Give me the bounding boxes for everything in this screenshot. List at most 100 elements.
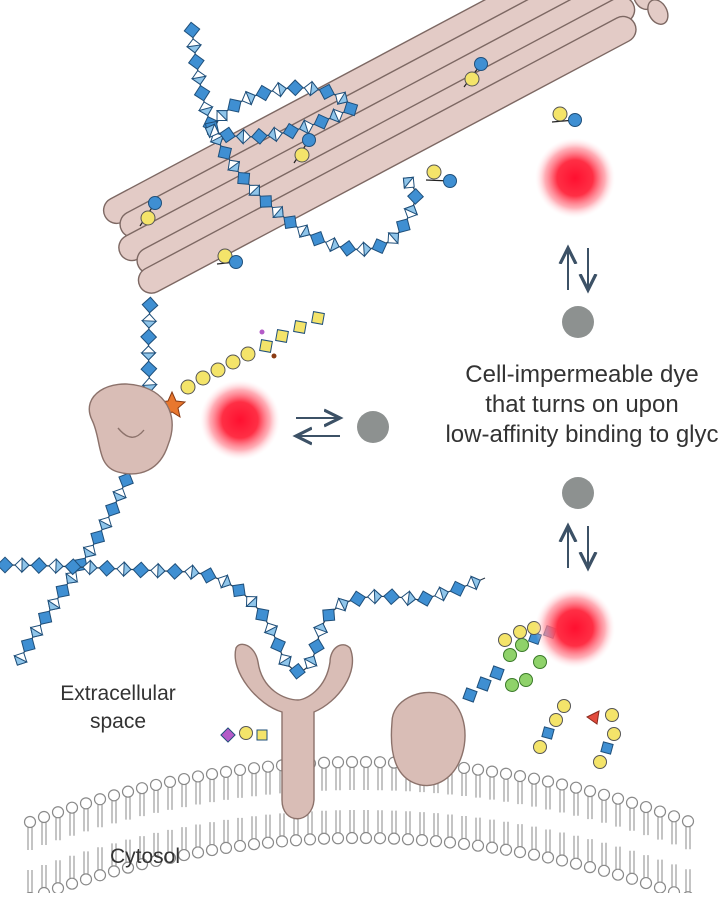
galactose-circle (240, 346, 256, 362)
lipid-head-inner (219, 841, 233, 854)
glcnac-square (286, 79, 304, 97)
glcnac-square (166, 562, 184, 580)
lipid-head-inner (37, 886, 51, 898)
glcnac-square (339, 239, 357, 257)
glcnac-square (293, 320, 307, 334)
glcnac-square (476, 676, 492, 692)
lipid-head-inner (443, 836, 457, 849)
fucose-triangle (586, 710, 600, 725)
glcnac-square (407, 187, 425, 205)
lipid-head-outer (163, 775, 177, 788)
glcnac-square (275, 329, 289, 343)
lipid-head-outer (625, 796, 639, 809)
glcnac-square (98, 559, 116, 577)
lipid-head-inner (121, 861, 135, 874)
lipid-head-outer (23, 815, 37, 829)
galactose-circle (498, 633, 512, 647)
lipid-head-inner (513, 846, 527, 859)
dye-dark (562, 477, 594, 509)
glcnac-square (343, 101, 359, 117)
galactose-circle (464, 71, 480, 87)
glcnac-square (187, 53, 205, 71)
glycan-chain-upper-left (140, 296, 159, 393)
glcnac-square (250, 127, 268, 145)
dye-fluorescent (535, 138, 615, 218)
lipid-head-inner (205, 843, 219, 857)
galactose-circle (294, 147, 310, 163)
lipid-head-outer (219, 765, 233, 778)
lipid-head-inner (135, 858, 149, 871)
lipid-head-inner (555, 854, 569, 867)
lipid-head-inner (303, 833, 317, 846)
equilibrium-arrows (296, 248, 588, 568)
glcnac-square (140, 360, 158, 378)
mannose-circle (515, 638, 529, 652)
dye-dark (562, 306, 594, 338)
cytosol-label: Cytosol (110, 845, 181, 868)
dye-molecules (200, 138, 615, 668)
lipid-head-outer (583, 785, 597, 798)
glcnac-square (541, 726, 555, 740)
lipid-head-inner (65, 877, 79, 890)
glcnac-square (0, 556, 14, 574)
lipid-head-outer (65, 801, 79, 814)
lipid-head-outer (597, 788, 611, 801)
glycan-chain-loop (183, 21, 425, 258)
glcnac-square (140, 328, 158, 346)
glcnac-square (183, 21, 201, 39)
glcnac-square (200, 567, 217, 584)
glcnac-square (396, 218, 411, 234)
lipid-head-outer (149, 778, 163, 792)
lipid-head-inner (107, 865, 121, 878)
glcnac-square (313, 113, 330, 130)
glcnac-square (20, 637, 36, 653)
glcnac-square (219, 126, 236, 144)
dye-description: Cell-impermeable dye that turns on upon … (402, 360, 720, 450)
lipid-head-inner (597, 864, 611, 877)
glcnac-square (220, 727, 236, 743)
dye-dark (357, 411, 389, 443)
lipid-head-inner (261, 836, 275, 849)
mannose-circle (533, 655, 547, 669)
lipid-head-inner (541, 851, 555, 864)
lipid-head-inner (429, 835, 443, 848)
lipid-head-inner (639, 876, 653, 890)
blue-circle (443, 174, 457, 188)
glcnac-square (193, 84, 211, 102)
lipid-head-outer (499, 767, 513, 780)
dye-line-3: low-affinity binding to glyc (445, 421, 719, 448)
glcnac-square (90, 530, 106, 545)
galactose-circle (180, 379, 196, 395)
glcnac-square (227, 98, 242, 113)
lipid-head-outer (485, 765, 499, 778)
galactose-circle (557, 699, 571, 713)
lipid-head-outer (681, 815, 695, 828)
lipid-head-outer (107, 789, 121, 802)
lipid-head-outer (471, 763, 485, 776)
galactose-circle (239, 726, 253, 740)
lipid-head-inner (317, 832, 331, 845)
lipid-head-inner (345, 831, 359, 845)
lipid-head-inner (191, 846, 205, 859)
glcnac-square (309, 231, 326, 247)
lipid-head-outer (653, 805, 667, 818)
lipid-head-outer (457, 761, 471, 775)
lipid-head-inner (93, 869, 107, 882)
galactose-circle (513, 625, 527, 639)
lipid-head-inner (233, 839, 247, 853)
extracellular-label: Extracellular space (38, 680, 198, 736)
lipid-head-inner (359, 831, 373, 845)
lipid-head-inner (387, 832, 401, 845)
blue-circle (568, 113, 582, 127)
lipid-head-inner (51, 882, 65, 895)
glcnac-square (132, 561, 150, 579)
glcnac-square (283, 215, 298, 229)
glcnac-square (308, 638, 325, 655)
lipid-head-outer (205, 767, 219, 781)
fiber-end (647, 0, 669, 25)
protein-left (88, 383, 173, 475)
galactose-circle (593, 755, 607, 769)
glcnac-square (270, 636, 286, 653)
lipid-head-inner (569, 857, 583, 870)
